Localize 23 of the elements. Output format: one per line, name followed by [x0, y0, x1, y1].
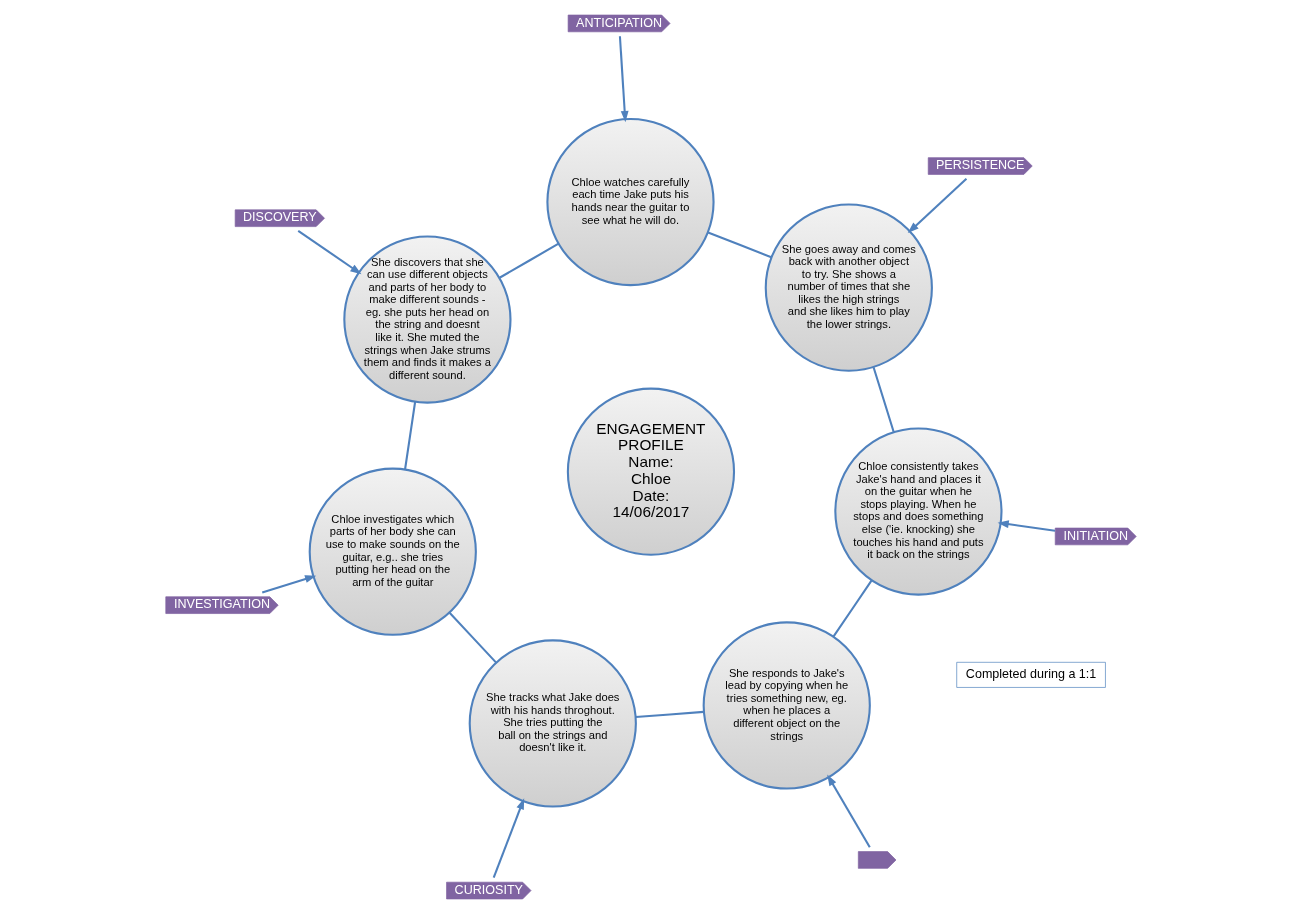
node-circle: She discovers that she can use different objects and parts of her body to make different sounds - eg. she puts her head on the string and doesnt like it. She muted the strings when Jake strums them and finds it makes a different sound.: [342, 235, 512, 404]
arrow: [297, 230, 361, 275]
arrow: [618, 36, 629, 123]
connector: [635, 710, 704, 719]
node-pentagon: [857, 851, 896, 869]
node-circle: Chloe investigates which parts of her body she can use to make sounds on the guitar, e.g.. she tries putting her head on the arm of the guitar: [308, 467, 477, 636]
connector: [403, 401, 416, 470]
arrow: [907, 178, 967, 234]
connector: [832, 579, 872, 638]
arrow: [261, 575, 316, 594]
node-circle: She goes away and comes back with another object to try. She shows a number of times that she likes the high strings and she likes him to play the lower strings.: [764, 203, 933, 372]
node-circle: Chloe consistently takes Jake's hand and places it on the guitar when he stops playing. When he stops and does something else ('ie. knocking) she touches his hand and puts it back on the strings: [833, 427, 1003, 596]
node-circle: ENGAGEMENT PROFILE Name: Chloe Date: 14/06/2017: [566, 387, 735, 556]
node-circle: Chloe watches carefully each time Jake puts his hands near the guitar to see what he will do.: [545, 117, 715, 287]
connector: [707, 231, 772, 259]
node-circle: She tracks what Jake does with his hands throghout. She tries putting the ball on the strings and doesn't like it.: [468, 639, 637, 808]
connector: [872, 366, 895, 433]
connector: [498, 242, 559, 279]
arrow: [826, 774, 871, 848]
arrow: [492, 798, 524, 879]
node-box: Completed during a 1:1: [955, 661, 1106, 688]
connector: [448, 611, 497, 664]
arrow: [997, 520, 1055, 532]
